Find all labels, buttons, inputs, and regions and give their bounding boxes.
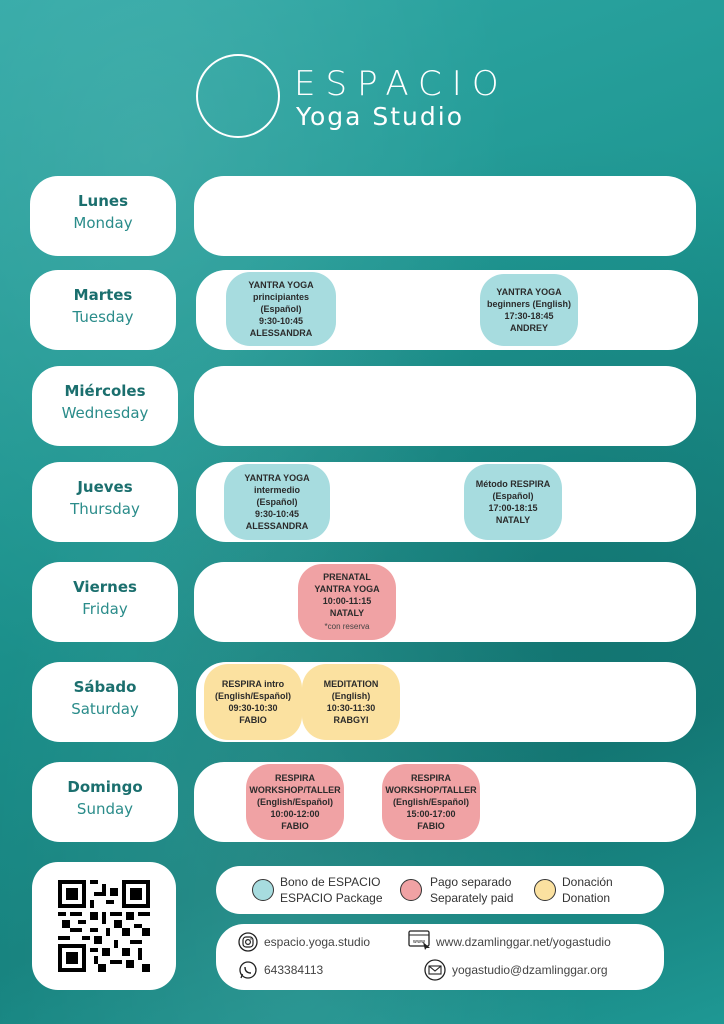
contact-panel: espacio.yoga.studio www www.dzamlinggar.… — [216, 924, 664, 990]
phone-number[interactable]: 643384113 — [264, 963, 324, 977]
class-card-tuesday-2[interactable]: YANTRA YOGA beginners (English) 17:30-18… — [480, 274, 578, 346]
logo-circle-icon — [196, 54, 280, 138]
legend-package-en: ESPACIO Package — [280, 891, 383, 905]
legend-swatch-donation — [534, 879, 556, 901]
legend-swatch-paid — [400, 879, 422, 901]
legend-swatch-package — [252, 879, 274, 901]
class-card-sunday-2[interactable]: RESPIRA WORKSHOP/TALLER (English/Español… — [382, 764, 480, 840]
class-card-saturday-1[interactable]: RESPIRA intro (English/Español) 09:30-10… — [204, 664, 302, 740]
studio-subtitle: Yoga Studio — [296, 102, 465, 131]
day-label-en: Tuesday — [72, 308, 134, 326]
schedule-row-wednesday — [194, 366, 696, 446]
day-saturday: Sábado Saturday — [32, 662, 178, 742]
day-sunday: Domingo Sunday — [32, 762, 178, 842]
day-label-es: Viernes — [73, 578, 137, 596]
legend-donation-en: Donation — [562, 891, 611, 905]
email-address[interactable]: yogastudio@dzamlinggar.org — [452, 963, 608, 977]
class-card-friday-1[interactable]: PRENATAL YANTRA YOGA 10:00-11:15 NATALY … — [298, 564, 396, 640]
day-label-en: Friday — [82, 600, 128, 618]
legend-package-es: Bono de ESPACIO — [280, 875, 381, 889]
day-label-en: Thursday — [70, 500, 140, 518]
day-label-es: Jueves — [77, 478, 133, 496]
whatsapp-icon[interactable] — [238, 960, 258, 980]
legend-paid-es: Pago separado — [430, 875, 512, 889]
class-card-sunday-1[interactable]: RESPIRA WORKSHOP/TALLER (English/Español… — [246, 764, 344, 840]
day-label-en: Wednesday — [61, 404, 149, 422]
day-label-es: Sábado — [73, 678, 137, 696]
www-text: www — [413, 939, 425, 945]
day-label-en: Saturday — [71, 700, 139, 718]
instagram-icon[interactable] — [238, 932, 258, 952]
day-label-es: Domingo — [67, 778, 143, 796]
schedule-row-monday — [194, 176, 696, 256]
day-label-en: Monday — [73, 214, 133, 232]
day-monday: Lunes Monday — [30, 176, 176, 256]
day-label-en: Sunday — [76, 800, 134, 818]
day-label-es: Martes — [73, 286, 133, 304]
website-icon[interactable]: www — [408, 930, 432, 950]
website-link[interactable]: www.dzamlinggar.net/yogastudio — [436, 935, 611, 949]
qr-code-icon[interactable] — [58, 880, 150, 972]
class-card-tuesday-1[interactable]: YANTRA YOGA principiantes (Español) 9:30… — [226, 272, 336, 346]
day-thursday: Jueves Thursday — [32, 462, 178, 542]
reservation-note: *con reserva — [324, 622, 370, 631]
day-label-es: Lunes — [77, 192, 129, 210]
studio-title: ESPACIO — [294, 64, 509, 104]
class-card-thursday-2[interactable]: Método RESPIRA (Español) 17:00-18:15 NAT… — [464, 464, 562, 540]
qr-code-panel — [32, 862, 176, 990]
day-tuesday: Martes Tuesday — [30, 270, 176, 350]
legend-donation-es: Donación — [562, 875, 613, 889]
email-icon[interactable] — [424, 959, 446, 981]
class-card-saturday-2[interactable]: MEDITATION (English) 10:30-11:30 RABGYI — [302, 664, 400, 740]
legend-paid-en: Separately paid — [430, 891, 514, 905]
day-label-es: Miércoles — [64, 382, 146, 400]
schedule-row-friday — [194, 562, 696, 642]
day-friday: Viernes Friday — [32, 562, 178, 642]
instagram-handle[interactable]: espacio.yoga.studio — [264, 935, 371, 949]
class-card-thursday-1[interactable]: YANTRA YOGA intermedio (Español) 9:30-10… — [224, 464, 330, 540]
legend-panel: Bono de ESPACIO ESPACIO Package Pago sep… — [216, 866, 664, 914]
day-wednesday: Miércoles Wednesday — [32, 366, 178, 446]
